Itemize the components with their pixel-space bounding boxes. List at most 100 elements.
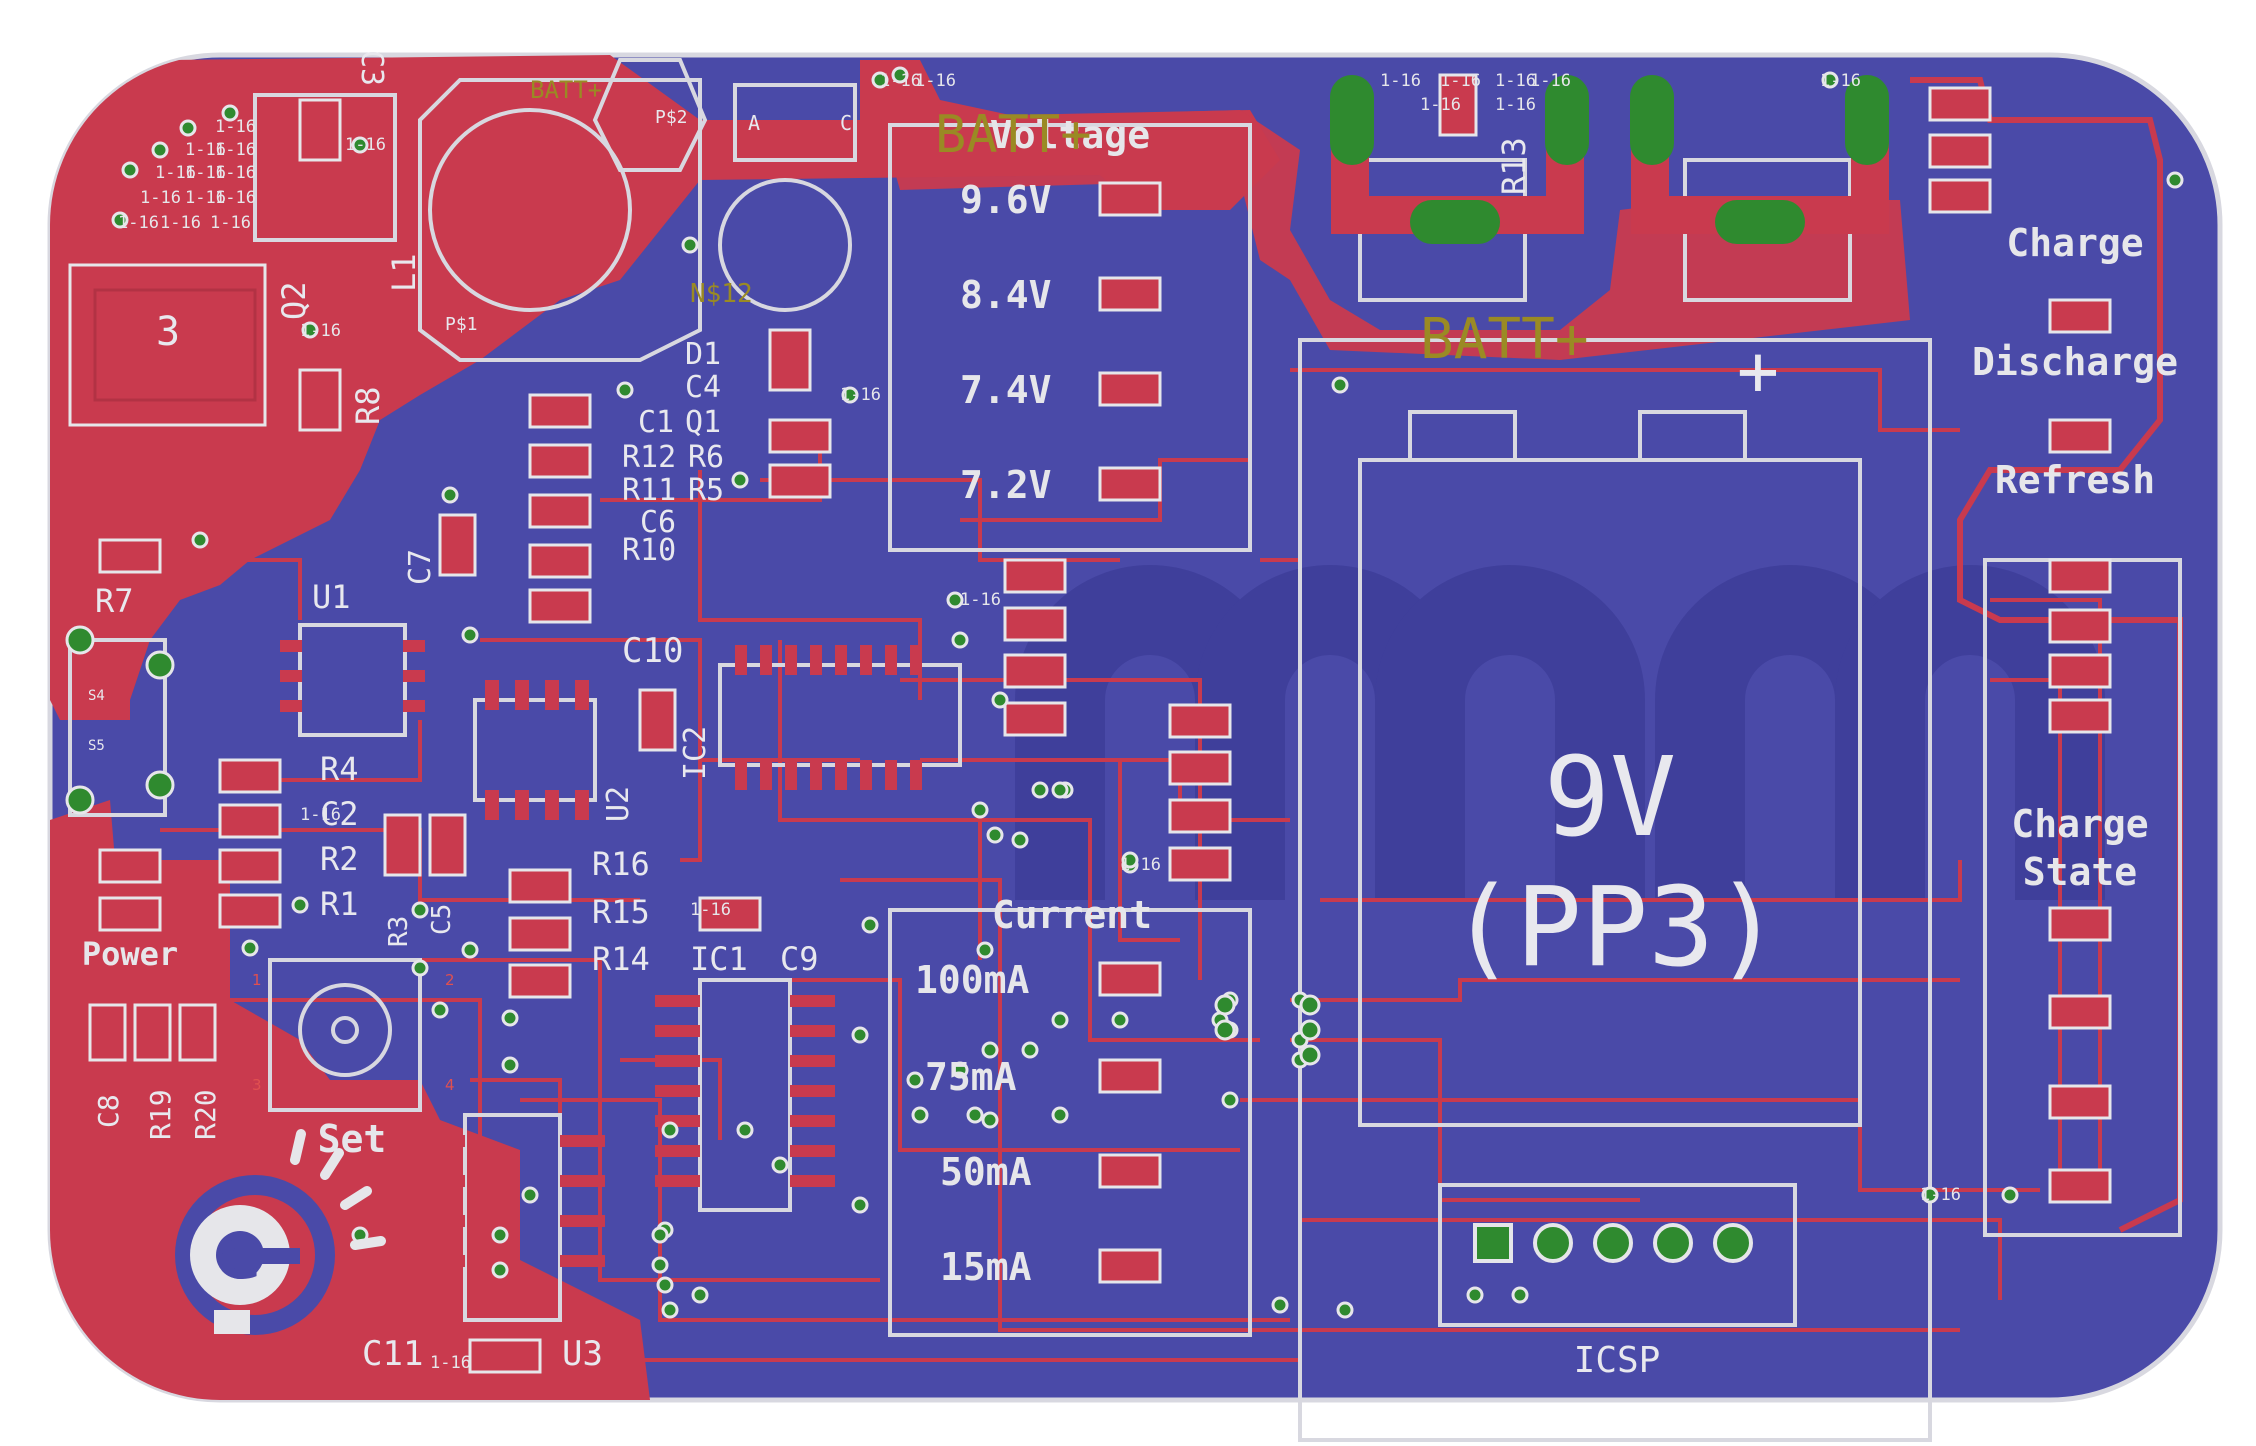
battery-label-type: (PP3)	[1449, 863, 1780, 991]
q2-regulator	[68, 263, 267, 490]
power-label: Power	[82, 935, 178, 973]
background-logo	[1015, 565, 2105, 900]
ref-r8: R8	[349, 386, 387, 425]
copper-trace-right	[1910, 77, 2183, 1233]
ref-c10: C10	[622, 631, 683, 671]
ref-r7: R7	[95, 582, 134, 620]
ref-l1: L1	[385, 253, 423, 292]
ref-c9: C9	[780, 940, 819, 978]
board-outline	[47, 52, 2223, 1403]
svg-text:1-16: 1-16	[1380, 71, 1421, 91]
icsp-header	[1473, 1223, 1753, 1263]
battery-inner	[1358, 458, 1862, 1127]
ref-d1: D1	[685, 337, 721, 372]
u2-pins	[485, 680, 589, 820]
voltage-title: Voltage	[990, 113, 1150, 157]
l1-outline-circle	[428, 108, 632, 312]
ic2-pins	[735, 645, 922, 790]
net-a: A	[748, 111, 760, 135]
battery-holder	[1298, 338, 1932, 1442]
voltage-level-2: 8.4V	[960, 273, 1052, 317]
board-substrate	[50, 55, 2220, 1400]
batt-plus-label-top: BATT+	[935, 105, 1092, 165]
ref-ic2: IC2	[678, 726, 713, 780]
ref-r12: R12	[622, 440, 676, 475]
battery-tab-right	[1638, 410, 1747, 462]
svg-text:1-16: 1-16	[915, 71, 956, 91]
ref-r13: R13	[1495, 137, 1533, 195]
batt-plus-label-mid: BATT+	[1420, 307, 1589, 372]
ref-r10: R10	[622, 533, 676, 568]
voltage-level-4: 7.2V	[960, 463, 1052, 507]
sw-pin-2: 2	[445, 971, 455, 989]
trace-network	[160, 368, 2102, 1362]
svg-text:1-16: 1-16	[430, 1353, 471, 1373]
net-n12: N$12	[690, 279, 753, 309]
svg-text:1-16: 1-16	[1495, 95, 1536, 115]
svg-text:1-16: 1-16	[1820, 71, 1861, 91]
ref-q1: Q1	[685, 405, 721, 440]
battery-label-voltage: 9V	[1544, 733, 1676, 861]
svg-text:1-16: 1-16	[1530, 71, 1571, 91]
current-level-1: 100mA	[915, 958, 1030, 1002]
voltage-level-3: 7.4V	[960, 368, 1052, 412]
svg-text:1-16: 1-16	[880, 71, 921, 91]
net-p2: P$2	[655, 107, 688, 128]
sw-pin-3: 3	[252, 1076, 262, 1094]
ref-c8: C8	[92, 1094, 125, 1128]
svg-text:1-16: 1-16	[300, 805, 341, 825]
ref-r6: R6	[688, 440, 724, 475]
ref-c2: C2	[320, 795, 359, 833]
svg-text:1-16: 1-16	[215, 163, 256, 183]
ref-r20: R20	[189, 1089, 222, 1140]
ic-footprints	[280, 640, 922, 1267]
u2-outline	[473, 698, 597, 802]
batt-pad-outline	[592, 58, 708, 172]
set-label: Set	[318, 1117, 387, 1161]
net-c: C	[840, 111, 852, 135]
svg-text:1-16: 1-16	[300, 321, 341, 341]
ref-c4: C4	[685, 370, 721, 405]
copper-pour-top-mid	[880, 110, 1910, 360]
svg-text:1-16: 1-16	[1440, 71, 1481, 91]
icsp-outline	[1438, 1183, 1797, 1327]
ref-r15: R15	[592, 893, 650, 931]
svg-text:1-16: 1-16	[840, 385, 881, 405]
ref-c11: C11	[362, 1334, 423, 1374]
ref-c7: C7	[403, 549, 438, 585]
battery-clip-pads	[1330, 73, 1889, 244]
svg-text:1-16: 1-16	[1495, 71, 1536, 91]
ref-r3: R3	[384, 916, 414, 947]
ref-r14: R14	[592, 940, 650, 978]
ref-r16: R16	[592, 845, 650, 883]
svg-text:1-16: 1-16	[160, 213, 201, 233]
svg-text:1-16: 1-16	[215, 188, 256, 208]
svg-text:1-16: 1-16	[185, 140, 226, 160]
d-outline	[733, 83, 857, 162]
u3-pins	[420, 1135, 605, 1267]
battery-plus-marker: +	[1737, 330, 1779, 412]
set-switch-outline	[268, 958, 422, 1112]
svg-text:1-16: 1-16	[960, 590, 1001, 610]
u1-pins	[280, 640, 425, 712]
svg-text:1-16: 1-16	[1420, 95, 1461, 115]
svg-text:1-16: 1-16	[690, 900, 731, 920]
svg-text:1-16: 1-16	[210, 213, 251, 233]
sw-pin-1: 1	[252, 971, 262, 989]
discharge-label: Discharge	[1972, 340, 2178, 384]
logo-letter: e	[219, 1213, 261, 1295]
ref-r4: R4	[320, 750, 359, 788]
current-level-2: 75mA	[925, 1055, 1017, 1099]
svg-text:1-16: 1-16	[185, 163, 226, 183]
current-title: Current	[992, 893, 1152, 937]
voltage-box	[888, 123, 1252, 552]
voltage-level-1: 9.6V	[960, 178, 1052, 222]
copper-pour-top-left	[50, 55, 1280, 720]
current-level-4: 15mA	[940, 1245, 1032, 1289]
set-switch-cap	[298, 983, 392, 1077]
sw-pin-4: 4	[445, 1076, 455, 1094]
ref-c6: C6	[640, 505, 676, 540]
l1-outline	[418, 78, 702, 362]
refresh-label: Refresh	[1995, 458, 2155, 502]
